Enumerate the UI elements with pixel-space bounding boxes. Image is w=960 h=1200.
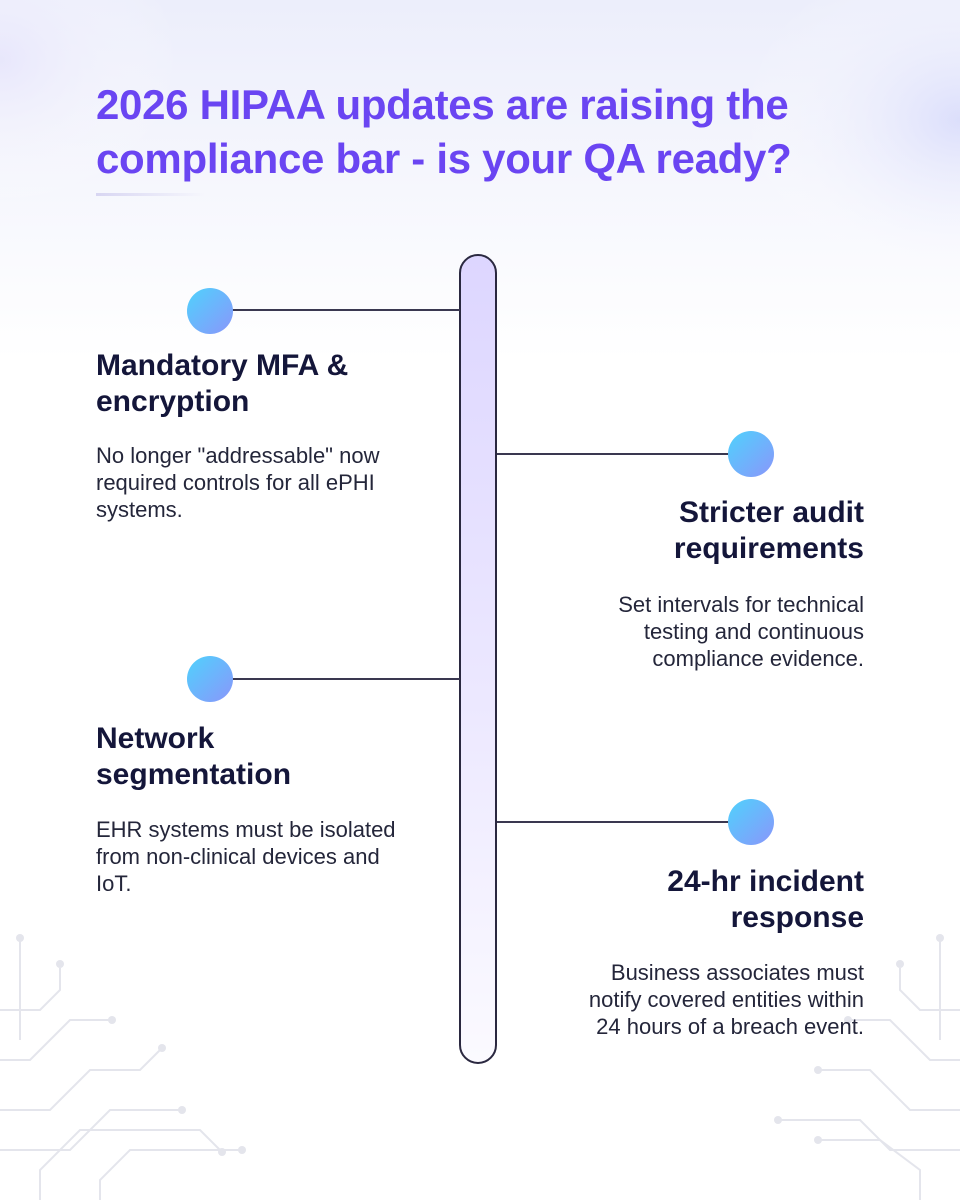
connector-line-4 <box>497 821 729 823</box>
timeline-node-icon <box>728 431 774 477</box>
item-desc-network-segmentation: EHR systems must be isolated from non-cl… <box>96 817 396 896</box>
timeline-node-icon <box>728 799 774 845</box>
timeline-node-icon <box>187 656 233 702</box>
page-title: 2026 HIPAA updates are raising the compl… <box>96 81 792 182</box>
connector-line-2 <box>497 453 729 455</box>
circuit-dots-left <box>16 934 246 1156</box>
connector-line-3 <box>232 678 460 680</box>
item-title-incident-response: 24-hr incident response <box>667 865 864 934</box>
circuit-decoration-right <box>780 940 960 1200</box>
timeline-spine <box>459 254 497 1064</box>
item-desc-incident-response: Business associates must notify covered … <box>588 960 864 1039</box>
circuit-decoration-left <box>0 940 240 1200</box>
item-title-mfa-encryption: Mandatory MFA & encryption <box>96 349 349 418</box>
timeline-node-icon <box>187 288 233 334</box>
item-desc-mfa-encryption: No longer "addressable" now required con… <box>96 443 380 522</box>
title-underline <box>96 193 206 196</box>
item-title-audit-requirements: Stricter audit requirements <box>673 496 864 565</box>
item-title-network-segmentation: Network segmentation <box>96 722 292 791</box>
item-desc-audit-requirements: Set intervals for technical testing and … <box>618 592 864 671</box>
circuit-dots-right <box>774 934 944 1144</box>
connector-line-1 <box>232 309 460 311</box>
